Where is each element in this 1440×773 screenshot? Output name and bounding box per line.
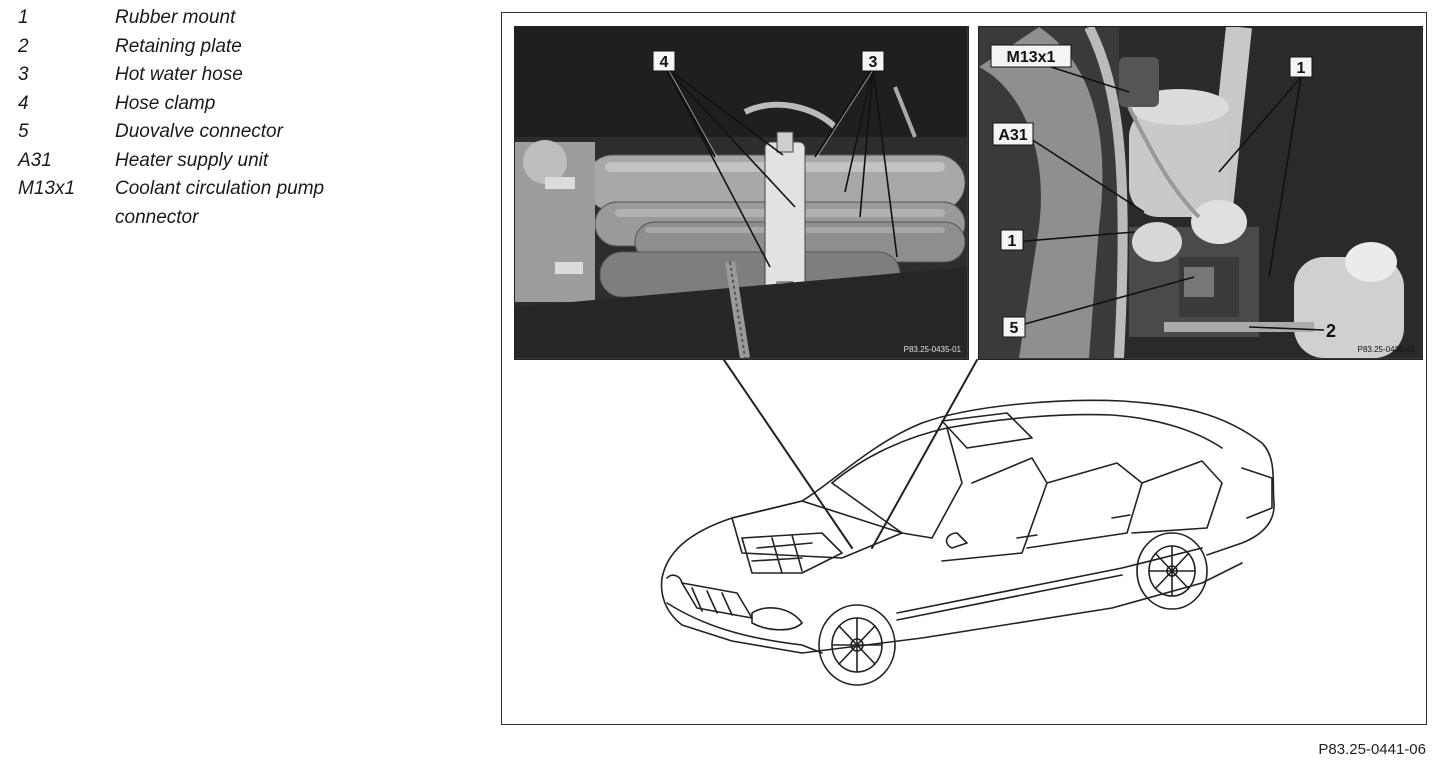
legend-key: M13x1 [18, 178, 76, 199]
callout-5: 5 [1010, 320, 1019, 337]
callout-3: 3 [869, 54, 878, 71]
figure-frame: 4 3 P83.25-0435-01 [501, 12, 1427, 725]
callout-1: 1 [1008, 233, 1017, 250]
legend-item-4: 4 Hose clamp [18, 90, 398, 119]
legend-text: Coolant circulation pump connector [115, 178, 325, 228]
photo-hose-clamps: 4 3 P83.25-0435-01 [514, 26, 969, 360]
legend-key: A31 [18, 149, 52, 171]
legend-item-5: 5 Duovalve connector [18, 118, 398, 147]
callout-4: 4 [660, 54, 669, 71]
photo-ref: P83.25-0436-01 [1358, 345, 1416, 354]
legend-text: Hose clamp [115, 92, 216, 114]
legend-key: 4 [18, 92, 29, 114]
legend-text: Retaining plate [115, 35, 242, 57]
legend-item-m13x1: M13x1 Coolant circulation pump connector [18, 175, 398, 232]
callout-m13x1: M13x1 [1007, 49, 1056, 66]
legend-key: 1 [18, 7, 29, 28]
photo-heater-supply-unit: M13x1 A31 1 5 1 2 P83.25-0436-01 [978, 26, 1423, 360]
legend-key: 2 [18, 35, 29, 57]
legend-item-2: 2 Retaining plate [18, 33, 398, 62]
photo-ref: P83.25-0435-01 [904, 345, 962, 354]
legend-item-1: 1 Rubber mount [18, 4, 398, 33]
callout-1: 1 [1297, 60, 1306, 77]
legend-list: 1 Rubber mount 2 Retaining plate 3 Hot w… [18, 4, 398, 232]
legend-item-a31: A31 Heater supply unit [18, 147, 398, 176]
legend-text: Heater supply unit [115, 149, 269, 171]
legend-text: Rubber mount [115, 7, 236, 28]
legend-text: Duovalve connector [115, 121, 283, 142]
legend-item-3: 3 Hot water hose [18, 61, 398, 90]
legend-text: Hot water hose [115, 64, 243, 85]
legend-key: 5 [18, 121, 29, 142]
callout-2: 2 [1326, 321, 1336, 341]
car-illustration [660, 359, 1275, 686]
figure-id: P83.25-0441-06 [1318, 741, 1426, 758]
callout-a31: A31 [998, 127, 1027, 144]
legend-key: 3 [18, 64, 29, 85]
